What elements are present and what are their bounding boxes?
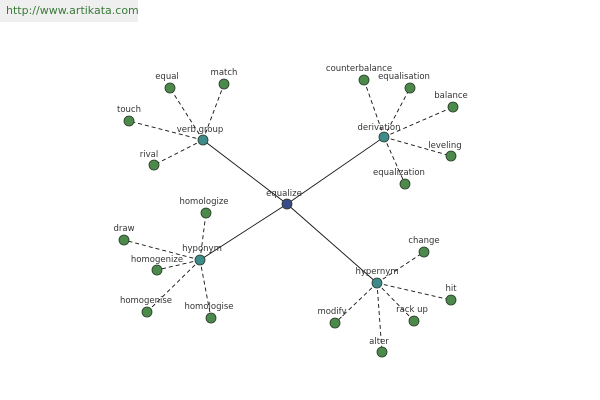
leaf-label-balance[interactable]: balance (434, 91, 467, 101)
edge-hypernym-modify (334, 282, 378, 324)
edges-layer (123, 79, 454, 353)
edge-derivation-leveling (383, 136, 452, 157)
leaf-label-homologize[interactable]: homologize (179, 197, 228, 207)
leaf-label-rack-up[interactable]: rack up (396, 305, 428, 315)
leaf-label-homogenise[interactable]: homogenise (120, 296, 172, 306)
leaf-label-match[interactable]: match (211, 68, 238, 78)
leaf-node-balance[interactable] (447, 101, 459, 113)
edge-equalize-derivation (286, 136, 385, 205)
leaf-node-rack-up[interactable] (408, 315, 420, 327)
edge-hypernym-hit (376, 282, 452, 301)
edge-equalize-verb-group (202, 139, 288, 205)
leaf-label-change[interactable]: change (408, 236, 439, 246)
leaf-label-alter[interactable]: alter (369, 337, 389, 347)
edge-derivation-counterbalance (363, 79, 385, 138)
edge-hyponym-draw (123, 239, 201, 261)
leaf-label-leveling[interactable]: leveling (428, 141, 461, 151)
hub-label-derivation[interactable]: derivation (357, 123, 400, 133)
center-node-equalize[interactable] (281, 198, 293, 210)
leaf-node-homogenise[interactable] (141, 306, 153, 318)
leaf-label-modify[interactable]: modify (317, 307, 346, 317)
hub-node-hypernym[interactable] (371, 277, 383, 289)
leaf-node-counterbalance[interactable] (358, 74, 370, 86)
hub-node-derivation[interactable] (378, 131, 390, 143)
edge-derivation-equalization (383, 136, 406, 185)
edge-hypernym-alter (376, 282, 383, 353)
leaf-node-hit[interactable] (445, 294, 457, 306)
leaf-label-draw[interactable]: draw (113, 224, 134, 234)
leaf-node-homologise[interactable] (205, 312, 217, 324)
edge-derivation-balance (383, 106, 454, 138)
leaf-node-draw[interactable] (118, 234, 130, 246)
leaf-label-equal[interactable]: equal (155, 72, 179, 82)
leaf-label-counterbalance[interactable]: counterbalance (326, 64, 392, 74)
leaf-label-rival[interactable]: rival (140, 150, 158, 160)
edge-verb-group-rival (153, 139, 204, 166)
edge-hyponym-homologize (199, 212, 207, 261)
leaf-node-equalisation[interactable] (404, 82, 416, 94)
hub-label-verb-group[interactable]: verb group (177, 125, 224, 135)
leaf-label-touch[interactable]: touch (117, 105, 141, 115)
edge-verb-group-match (202, 83, 225, 141)
leaf-label-homologise[interactable]: homologise (184, 302, 233, 312)
leaf-label-hit[interactable]: hit (445, 284, 457, 294)
leaf-node-homologize[interactable] (200, 207, 212, 219)
nodes-layer (118, 74, 459, 358)
edge-equalize-hyponym (199, 203, 288, 261)
edge-derivation-equalisation (383, 87, 411, 138)
hub-node-hyponym[interactable] (194, 254, 206, 266)
edge-hyponym-homogenize (156, 259, 201, 271)
leaf-label-equalization[interactable]: equalization (373, 168, 425, 178)
edge-hypernym-rack-up (376, 282, 415, 322)
leaf-node-homogenize[interactable] (151, 264, 163, 276)
edge-verb-group-touch (128, 120, 204, 141)
leaf-node-change[interactable] (418, 246, 430, 258)
hub-label-hyponym[interactable]: hyponym (182, 244, 222, 254)
leaf-node-rival[interactable] (148, 159, 160, 171)
leaf-node-touch[interactable] (123, 115, 135, 127)
leaf-node-alter[interactable] (376, 346, 388, 358)
leaf-node-modify[interactable] (329, 317, 341, 329)
leaf-label-equalisation[interactable]: equalisation (378, 72, 430, 82)
edge-hyponym-homogenise (146, 259, 201, 313)
watermark: http://www.artikata.com (0, 0, 139, 22)
leaf-node-equal[interactable] (164, 82, 176, 94)
leaf-node-leveling[interactable] (445, 150, 457, 162)
edge-verb-group-equal (169, 87, 204, 141)
edge-equalize-hypernym (286, 203, 378, 284)
edge-hyponym-homologise (199, 259, 212, 319)
leaf-label-homogenize[interactable]: homogenize (131, 255, 183, 265)
hub-label-hypernym[interactable]: hypernym (355, 267, 398, 277)
leaf-node-match[interactable] (218, 78, 230, 90)
leaf-node-equalization[interactable] (399, 178, 411, 190)
labels-layer: equalize verb group equal match touch rival de… (113, 64, 467, 347)
edge-hypernym-change (376, 251, 425, 284)
hub-node-verb-group[interactable] (197, 134, 209, 146)
center-label-equalize[interactable]: equalize (266, 189, 302, 199)
